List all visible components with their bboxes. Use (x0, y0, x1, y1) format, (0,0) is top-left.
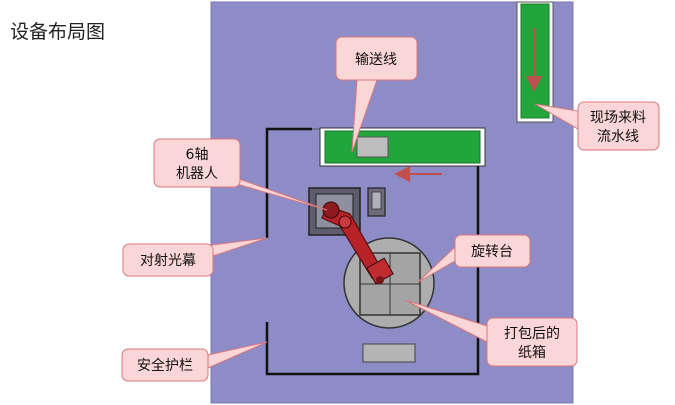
callout-robot: 6轴 机器人 (153, 138, 328, 211)
callout-light-curtain: 对射光幕 (122, 237, 268, 277)
svg-text:流水线: 流水线 (597, 129, 639, 145)
svg-text:6轴: 6轴 (186, 147, 209, 163)
svg-text:输送线: 输送线 (355, 52, 397, 68)
svg-text:机器人: 机器人 (176, 166, 218, 182)
robot-controller (367, 187, 386, 217)
svg-text:旋转台: 旋转台 (471, 244, 513, 260)
main-conveyor (319, 127, 486, 167)
conveyor-box (356, 136, 389, 158)
spare-box (362, 343, 416, 363)
incoming-conveyor (516, 1, 554, 123)
svg-text:安全护栏: 安全护栏 (137, 357, 193, 374)
svg-text:打包后的: 打包后的 (504, 325, 560, 342)
robot-arm (321, 201, 394, 285)
callout-conveyor: 输送线 (335, 36, 418, 153)
svg-text:现场来料: 现场来料 (590, 110, 646, 126)
svg-text:对射光幕: 对射光幕 (140, 253, 196, 269)
callout-guardrail: 安全护栏 (121, 341, 268, 382)
callout-turntable: 旋转台 (417, 234, 531, 283)
svg-text:纸箱: 纸箱 (518, 345, 546, 361)
callout-packed-box: 打包后的 纸箱 (404, 299, 578, 367)
callout-incoming-line: 现场来料 流水线 (534, 101, 660, 151)
page-title: 设备布局图 (10, 21, 106, 43)
